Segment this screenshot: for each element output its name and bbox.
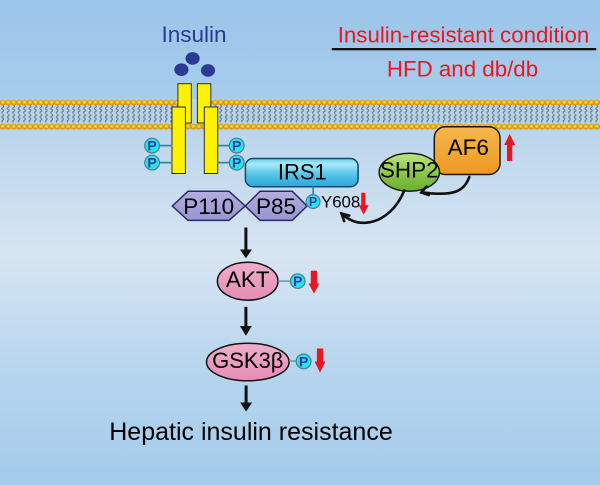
svg-text:P: P bbox=[299, 354, 308, 369]
svg-text:P110: P110 bbox=[183, 194, 234, 219]
svg-text:AKT: AKT bbox=[226, 267, 270, 292]
svg-text:IRS1: IRS1 bbox=[278, 160, 327, 185]
svg-text:Insulin: Insulin bbox=[161, 22, 226, 47]
svg-text:Insulin-resistant condition: Insulin-resistant condition bbox=[338, 23, 590, 48]
svg-text:P: P bbox=[232, 138, 241, 154]
svg-text:GSK3β: GSK3β bbox=[212, 348, 283, 373]
svg-text:Hepatic insulin resistance: Hepatic insulin resistance bbox=[109, 418, 392, 446]
svg-text:P: P bbox=[147, 138, 156, 154]
svg-text:P85: P85 bbox=[256, 194, 296, 219]
svg-text:P: P bbox=[232, 155, 241, 171]
svg-text:SHP2: SHP2 bbox=[380, 158, 439, 183]
svg-text:AF6: AF6 bbox=[448, 135, 489, 160]
svg-text:P: P bbox=[147, 155, 156, 171]
svg-text:P: P bbox=[309, 195, 317, 209]
svg-text:Y608: Y608 bbox=[321, 193, 360, 212]
svg-text:P: P bbox=[293, 274, 302, 289]
svg-text:HFD and db/db: HFD and db/db bbox=[387, 57, 538, 82]
